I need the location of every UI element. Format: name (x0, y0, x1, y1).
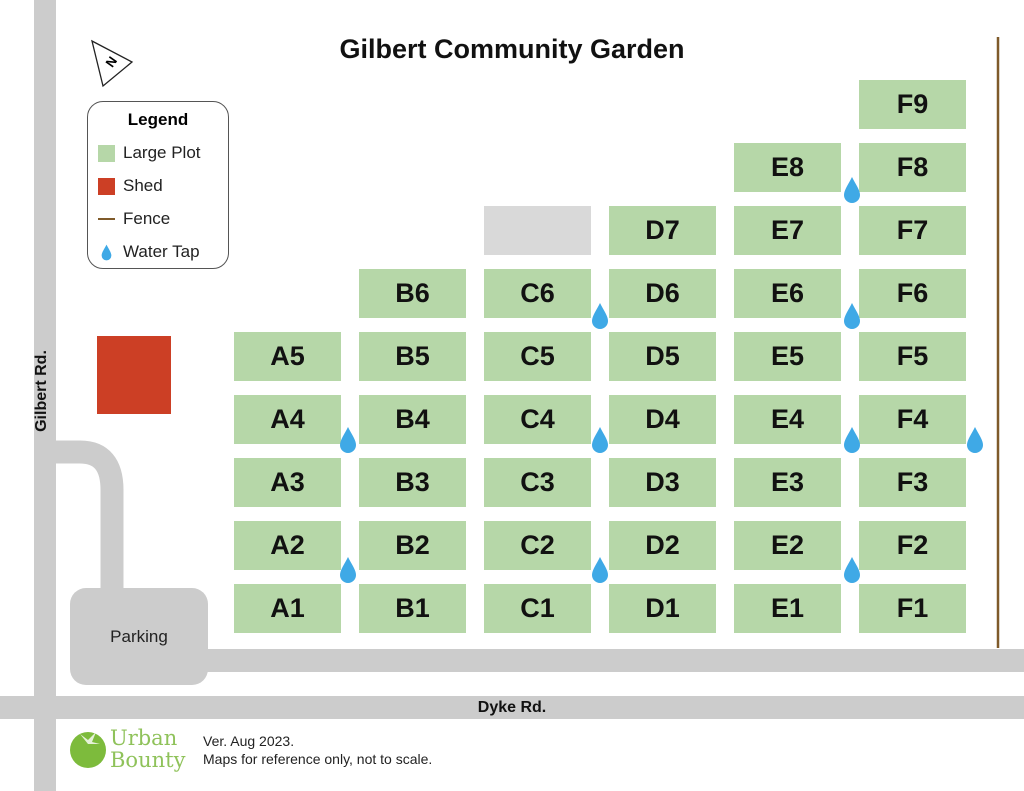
plot-d6[interactable]: D6 (609, 269, 716, 318)
legend-title: Legend (127, 110, 189, 129)
plot-c6[interactable]: C6 (484, 269, 591, 318)
water-drop-icon (592, 557, 608, 583)
footer: Ver. Aug 2023. Maps for reference only, … (203, 732, 432, 768)
svg-text:Bounty: Bounty (110, 748, 186, 772)
plot-e3[interactable]: E3 (734, 458, 841, 507)
water-drop-icon (592, 303, 608, 329)
plot-d7[interactable]: D7 (609, 206, 716, 255)
plot-f2[interactable]: F2 (859, 521, 966, 570)
plot-d2[interactable]: D2 (609, 521, 716, 570)
plot-e2[interactable]: E2 (734, 521, 841, 570)
plot-c2[interactable]: C2 (484, 521, 591, 570)
empty-plot (484, 206, 591, 255)
parking-lot: Parking (70, 588, 208, 685)
gilbert-road-label: Gilbert Rd. (33, 350, 50, 432)
gilbert-road (34, 0, 56, 791)
plot-b1[interactable]: B1 (359, 584, 466, 633)
plot-e5[interactable]: E5 (734, 332, 841, 381)
plot-b3[interactable]: B3 (359, 458, 466, 507)
water-drop-icon (844, 303, 860, 329)
plot-f5[interactable]: F5 (859, 332, 966, 381)
plot-a3[interactable]: A3 (234, 458, 341, 507)
plot-b2[interactable]: B2 (359, 521, 466, 570)
water-drop-icon (101, 244, 112, 260)
plot-f6[interactable]: F6 (859, 269, 966, 318)
plot-f8[interactable]: F8 (859, 143, 966, 192)
plot-c3[interactable]: C3 (484, 458, 591, 507)
water-drop-icon (844, 427, 860, 453)
legend-label: Shed (123, 176, 163, 195)
parking-label: Parking (110, 626, 168, 646)
urban-bounty-logo: Urban Bounty (70, 726, 186, 772)
plot-e7[interactable]: E7 (734, 206, 841, 255)
plot-d5[interactable]: D5 (609, 332, 716, 381)
shed (97, 336, 171, 414)
water-drop-icon (844, 177, 860, 203)
legend: Legend Large Plot Shed Fence Water Tap (87, 101, 229, 269)
plot-b6[interactable]: B6 (359, 269, 466, 318)
water-drop-icon (340, 557, 356, 583)
north-arrow-icon: N (91, 39, 134, 88)
plot-f7[interactable]: F7 (859, 206, 966, 255)
plot-f4[interactable]: F4 (859, 395, 966, 444)
water-drop-icon (967, 427, 983, 453)
plot-b5[interactable]: B5 (359, 332, 466, 381)
page-title: Gilbert Community Garden (339, 34, 685, 64)
brown-line-icon (98, 218, 115, 220)
plot-c4[interactable]: C4 (484, 395, 591, 444)
plot-e4[interactable]: E4 (734, 395, 841, 444)
plot-e8[interactable]: E8 (734, 143, 841, 192)
water-drop-icon (592, 427, 608, 453)
plot-d3[interactable]: D3 (609, 458, 716, 507)
plot-f3[interactable]: F3 (859, 458, 966, 507)
plot-b4[interactable]: B4 (359, 395, 466, 444)
svg-text:Urban: Urban (110, 726, 177, 750)
plot-d4[interactable]: D4 (609, 395, 716, 444)
dyke-road-label: Dyke Rd. (477, 699, 547, 716)
plot-f1[interactable]: F1 (859, 584, 966, 633)
green-square-icon (98, 144, 115, 162)
legend-label: Large Plot (123, 143, 201, 162)
legend-label: Water Tap (123, 242, 200, 261)
plot-a4[interactable]: A4 (234, 395, 341, 444)
legend-label: Fence (123, 209, 171, 228)
plot-f9[interactable]: F9 (859, 80, 966, 129)
dyke-road (0, 696, 1024, 719)
plot-c1[interactable]: C1 (484, 584, 591, 633)
water-drop-icon (340, 427, 356, 453)
legend-water-tap: Water Tap (98, 242, 200, 262)
disclaimer-text: Maps for reference only, not to scale. (203, 751, 433, 767)
legend-large-plot: Large Plot (98, 143, 201, 163)
plot-e6[interactable]: E6 (734, 269, 841, 318)
plot-d1[interactable]: D1 (609, 584, 716, 633)
plot-e1[interactable]: E1 (734, 584, 841, 633)
water-drop-icon (844, 557, 860, 583)
garden-path (200, 649, 1024, 672)
version-text: Ver. Aug 2023. (203, 733, 295, 749)
plot-a1[interactable]: A1 (234, 584, 341, 633)
legend-fence: Fence (98, 209, 170, 229)
red-square-icon (98, 177, 115, 195)
plot-a5[interactable]: A5 (234, 332, 341, 381)
plot-c5[interactable]: C5 (484, 332, 591, 381)
legend-shed: Shed (98, 176, 163, 196)
plot-a2[interactable]: A2 (234, 521, 341, 570)
